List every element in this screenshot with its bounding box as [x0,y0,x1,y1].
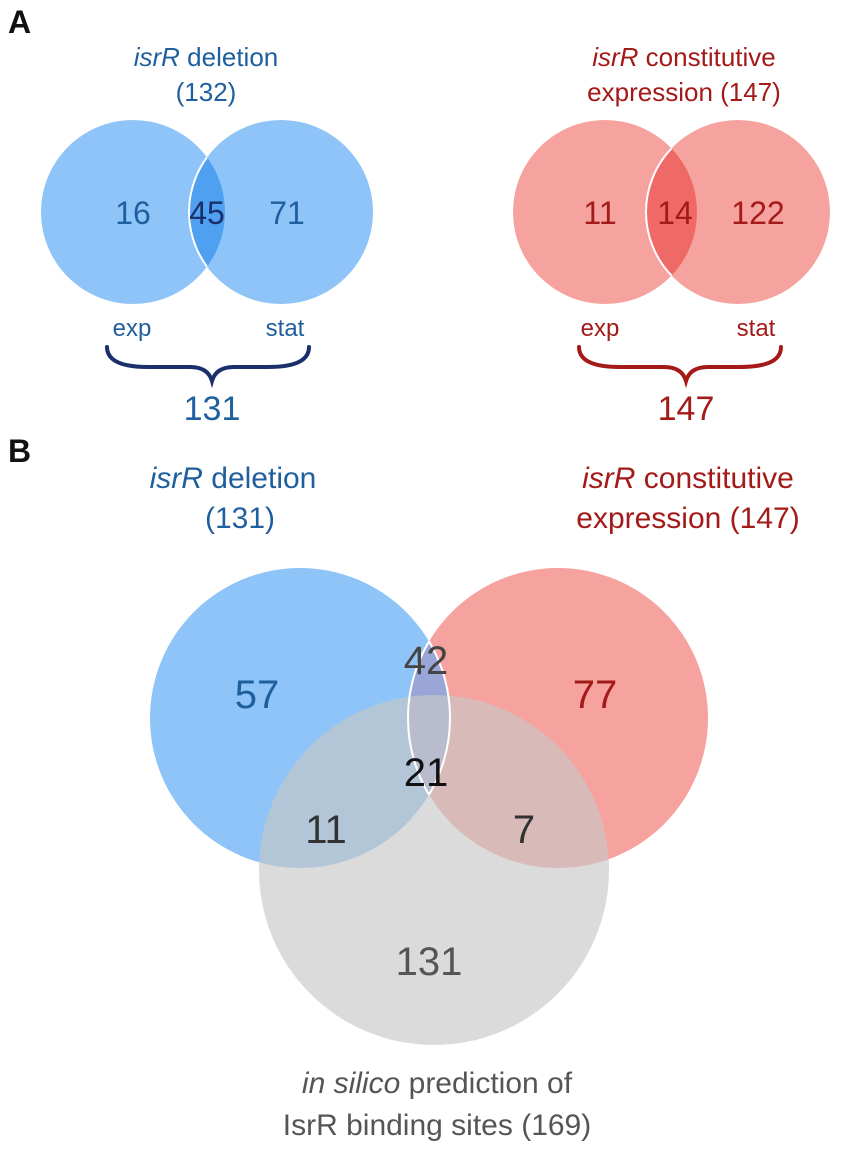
venn-a-deletion-total: 131 [184,390,241,428]
venn-a-deletion-stat-only: 71 [269,195,305,231]
venn-b-deletion-title: isrR deletion [150,462,317,495]
venn-a-constitutive-count: expression (147) [587,77,781,107]
venn-a-deletion-title-italic: isrR [134,42,180,72]
venn-a-deletion-brace [105,345,311,389]
venn-a-constitutive-exp-only: 11 [583,195,616,231]
venn-b-insilico-only: 131 [396,940,463,984]
venn-a-constitutive-stat-only: 122 [731,195,784,231]
venn-b-deletion-title-rest: deletion [203,462,316,495]
venn-a-constitutive-stat-circle [646,120,830,304]
venn-b-insilico-circle [259,695,609,1045]
venn-a-deletion-overlap-value: 45 [189,195,225,231]
venn-a-deletion-title-rest: deletion [180,42,278,72]
venn-b: 57 42 77 21 11 7 131 [150,568,708,1045]
venn-b-constitutive-title: isrR constitutive [582,462,794,495]
venn-b-insilico-count: IsrR binding sites (169) [283,1109,591,1142]
panel-b-letter: B [8,433,31,469]
venn-a-constitutive-exp-circle [513,120,697,304]
venn-a-constitutive-title-rest: constitutive [638,42,775,72]
venn-a-constitutive-overlap-value: 14 [657,195,693,231]
venn-a-deletion-exp-circle [41,120,225,304]
venn-b-constitutive-count: expression (147) [576,502,799,535]
venn-a-constitutive-title: isrR constitutive [592,42,776,72]
venn-b-deletion-constitutive: 42 [404,639,449,683]
venn-a-deletion-exp-label: exp [113,315,152,342]
panel-a-letter: A [8,4,31,40]
venn-b-deletion-title-italic: isrR [150,462,203,495]
venn-a-deletion-stat-circle [189,120,373,304]
venn-a-deletion-title: isrR deletion [134,42,279,72]
venn-a-constitutive-brace [577,345,783,389]
venn-a-constitutive-title-italic: isrR [592,42,638,72]
venn-b-deletion-only: 57 [235,673,280,717]
venn-b-constitutive-title-italic: isrR [582,462,635,495]
venn-b-insilico-title: in silico prediction of [302,1067,573,1100]
venn-b-constitutive-only: 77 [573,673,618,717]
venn-a-constitutive-exp-label: exp [581,315,620,342]
venn-a-deletion-stat-label: stat [266,315,305,342]
venn-a-deletion-count: (132) [176,77,237,107]
venn-b-deletion-insilico: 11 [305,808,347,852]
venn-a-constitutive-stat-label: stat [737,315,776,342]
venn-a-deletion: isrR deletion (132) 16 45 71 exp stat 13… [41,42,373,428]
venn-a-deletion-exp-only: 16 [115,195,151,231]
venn-b-insilico-title-rest: prediction of [400,1067,572,1100]
venn-b-constitutive-title-rest: constitutive [635,462,793,495]
venn-a-constitutive-total: 147 [658,390,715,428]
venn-b-insilico-title-italic: in silico [302,1067,400,1100]
venn-b-constitutive-insilico: 7 [513,808,535,852]
venn-a-constitutive: isrR constitutive expression (147) 11 14… [513,42,830,428]
venn-b-deletion-count: (131) [205,502,275,535]
venn-b-all-three: 21 [404,751,449,795]
